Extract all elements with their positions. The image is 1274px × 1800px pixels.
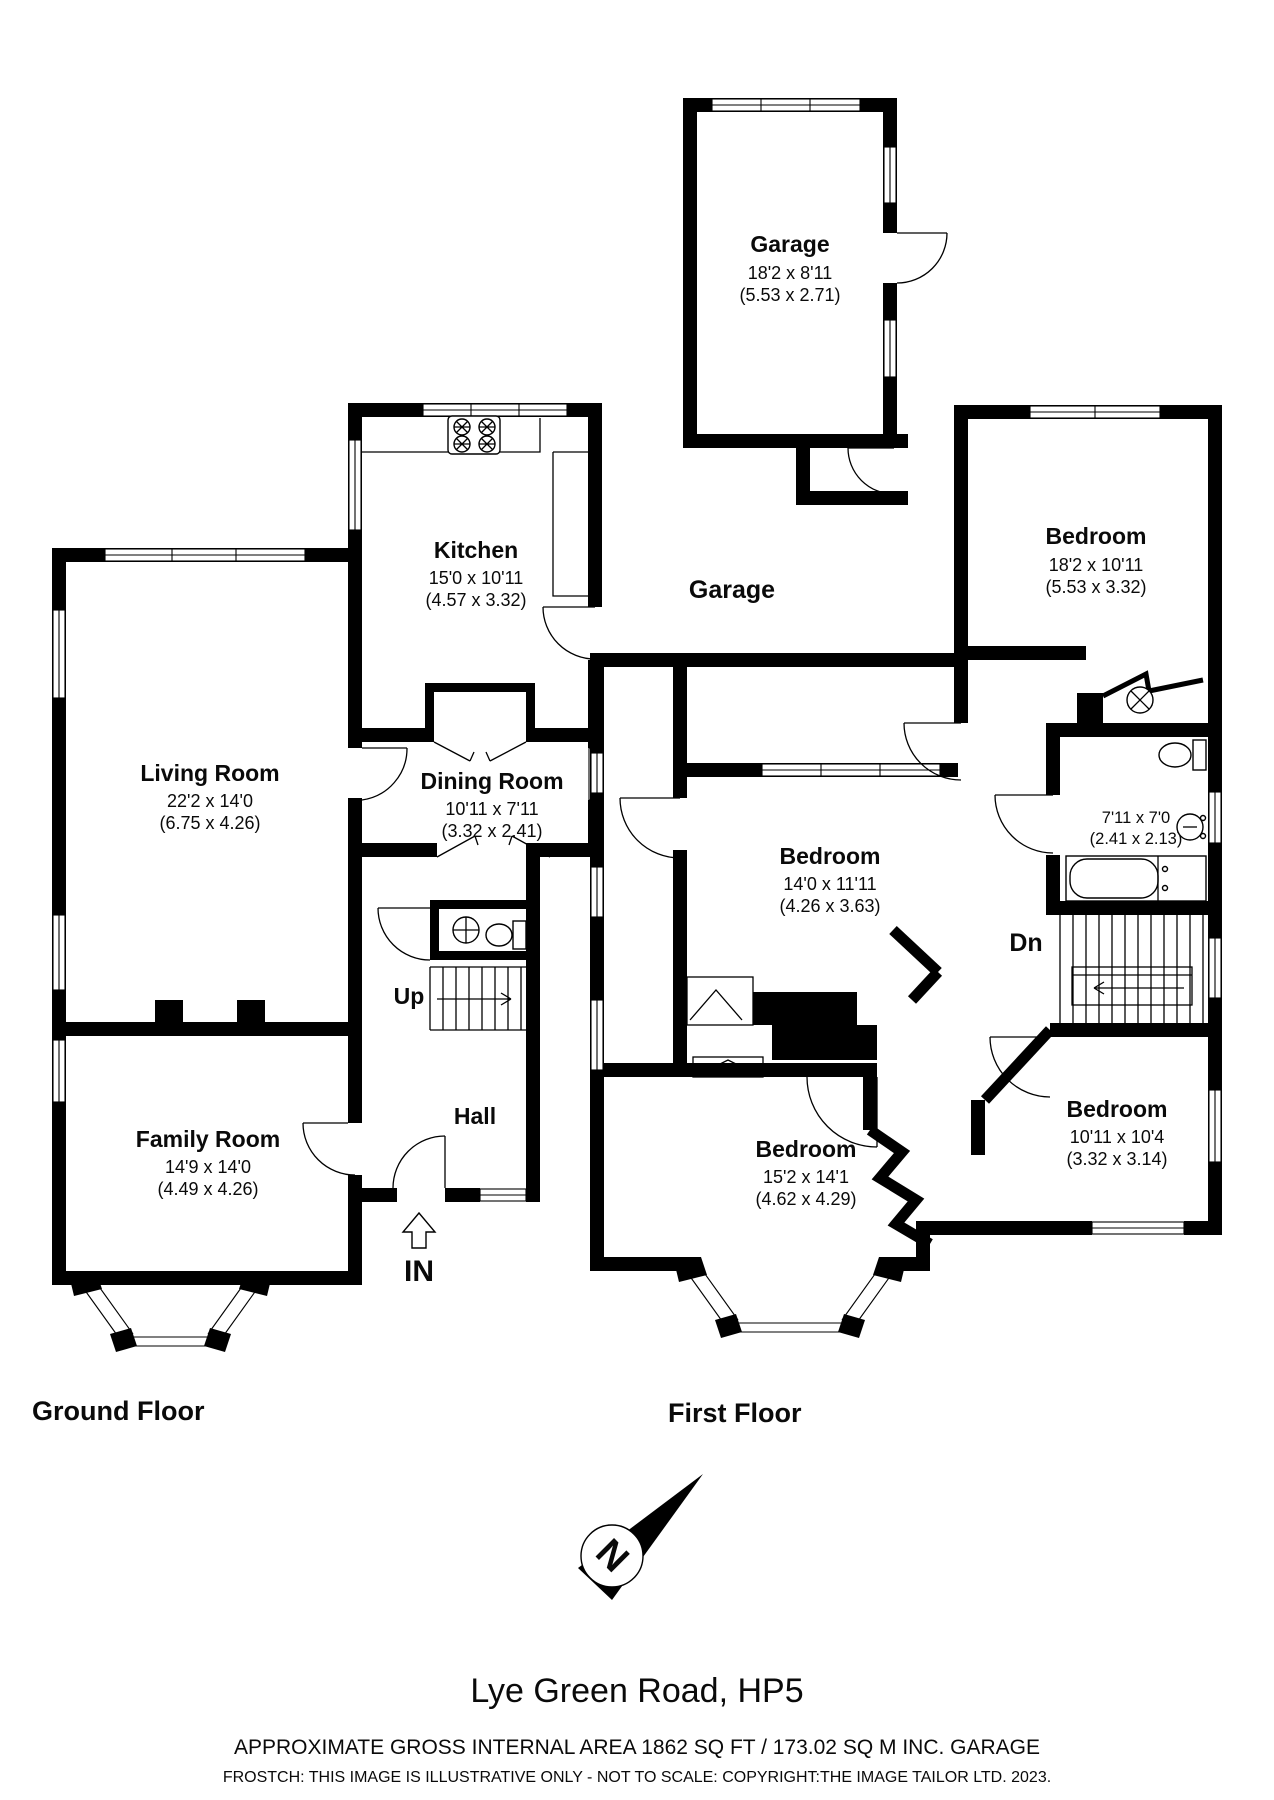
hall-label: Hall <box>454 1103 496 1129</box>
bedroom2-dims-metric: (4.26 x 3.63) <box>779 896 880 916</box>
up-label: Up <box>394 983 425 1009</box>
family-room-label: Family Room <box>136 1126 280 1152</box>
living-room-label: Living Room <box>140 760 279 786</box>
footer: Lye Green Road, HP5 APPROXIMATE GROSS IN… <box>223 1672 1051 1786</box>
bedroom1-dims-metric: (5.53 x 3.32) <box>1045 577 1146 597</box>
bedroom3-dims-imperial: 15'2 x 14'1 <box>763 1167 849 1187</box>
toilet-icon <box>1158 739 1207 771</box>
entrance-arrow-icon <box>401 1211 437 1249</box>
living-room-dims-metric: (6.75 x 4.26) <box>159 813 260 833</box>
serving-hatch <box>425 683 535 762</box>
first-floor-doors <box>619 722 1054 1148</box>
garage-room-label: Garage <box>750 231 829 257</box>
disclaimer: FROSTCH: THIS IMAGE IS ILLUSTRATIVE ONLY… <box>223 1769 1051 1786</box>
garage-dims-metric: (5.53 x 2.71) <box>739 285 840 305</box>
stove-icon <box>447 415 501 455</box>
dining-double-door <box>436 835 551 858</box>
garage-location-label: Garage <box>689 576 775 604</box>
compass: N <box>578 1474 703 1600</box>
stairs-down <box>1059 915 1204 1023</box>
garage-windows <box>711 98 897 378</box>
stairs-up <box>429 966 526 1031</box>
garage-block: Garage 18'2 x 8'11 (5.53 x 2.71) <box>683 98 948 505</box>
garage-door-arc <box>883 232 948 284</box>
wc-area <box>430 900 540 960</box>
dining-room-dims-imperial: 10'11 x 7'11 <box>445 799 538 819</box>
bedroom2-label: Bedroom <box>780 843 881 869</box>
bathroom-dims-imperial: 7'11 x 7'0 <box>1102 809 1170 827</box>
bath-icon <box>1065 855 1207 902</box>
shower-icon <box>1126 686 1154 714</box>
address-title: Lye Green Road, HP5 <box>470 1672 803 1710</box>
ground-floor-walls <box>52 403 602 1285</box>
bedroom2-dims-imperial: 14'0 x 11'11 <box>783 874 876 894</box>
first-floor-windows <box>590 405 1222 1235</box>
bathroom-dims-metric: (2.41 x 2.13) <box>1090 830 1183 848</box>
first-floor-walls <box>590 405 1222 1271</box>
garage-dims-imperial: 18'2 x 8'11 <box>748 263 833 283</box>
bedroom4-label: Bedroom <box>1067 1096 1168 1122</box>
down-label: Dn <box>1009 929 1042 957</box>
wc-toilet-icon <box>485 920 527 950</box>
bedroom1-dims-imperial: 18'2 x 10'11 <box>1049 555 1144 575</box>
entrance-label: IN <box>404 1255 434 1288</box>
kitchen-dims-metric: (4.57 x 3.32) <box>425 590 526 610</box>
first-floor-plan: Dn Bedroom 18'2 x 10'11 (5.53 x 3.32) Be… <box>590 405 1222 1338</box>
kitchen-counter <box>362 418 588 597</box>
bedroom3-label: Bedroom <box>756 1136 857 1162</box>
kitchen-label: Kitchen <box>434 537 518 563</box>
bedroom1-label: Bedroom <box>1046 523 1147 549</box>
bay-window-ground <box>68 1271 273 1352</box>
wardrobes <box>686 976 877 1078</box>
area-note: APPROXIMATE GROSS INTERNAL AREA 1862 SQ … <box>234 1736 1040 1759</box>
ground-floor-doors <box>302 606 596 1189</box>
bedroom4-dims-metric: (3.32 x 3.14) <box>1066 1149 1167 1169</box>
bay-window-first <box>673 1257 907 1338</box>
kitchen-dims-imperial: 15'0 x 10'11 <box>429 568 524 588</box>
bedroom3-dims-metric: (4.62 x 4.29) <box>755 1189 856 1209</box>
dining-room-dims-metric: (3.32 x 2.41) <box>441 821 542 841</box>
first-floor-label: First Floor <box>668 1398 802 1428</box>
wc-sink-icon <box>452 916 480 944</box>
sink-icon <box>1176 813 1207 841</box>
family-room-dims-imperial: 14'9 x 14'0 <box>165 1157 251 1177</box>
living-room-dims-imperial: 22'2 x 14'0 <box>167 791 253 811</box>
dining-room-label: Dining Room <box>420 768 563 794</box>
family-room-dims-metric: (4.49 x 4.26) <box>157 1179 258 1199</box>
bedroom4-dims-imperial: 10'11 x 10'4 <box>1070 1127 1165 1147</box>
ground-floor-plan: Up Hall IN Kitchen 15'0 x 10'11 (4.57 x … <box>52 403 602 1352</box>
porch-door-arc <box>847 447 908 495</box>
ground-floor-label: Ground Floor <box>32 1396 205 1426</box>
